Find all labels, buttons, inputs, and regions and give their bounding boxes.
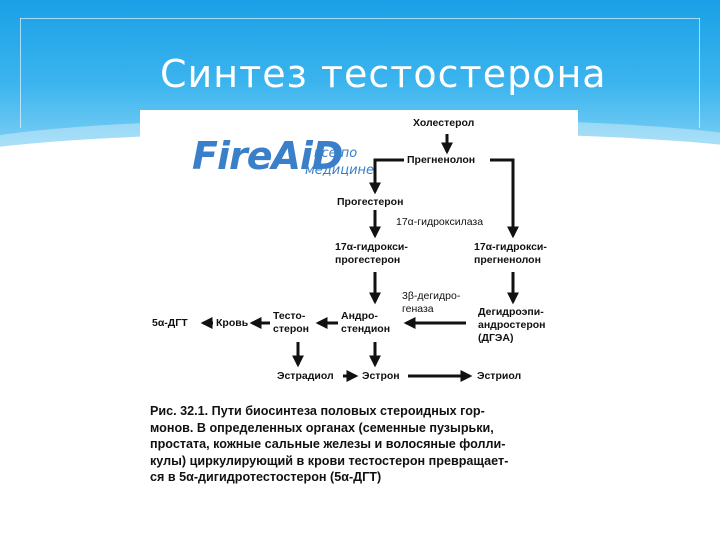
node-estradiol: Эстрадиол (277, 370, 334, 382)
node-testosterone: Тесто- стерон (273, 310, 309, 335)
arrow-pregnenolone-progesterone (369, 158, 404, 195)
enzyme-3b-dehydrogenase: 3β-дегидро- геназа (402, 290, 461, 315)
scanned-figure (140, 110, 578, 502)
node-cholesterol: Холестерол (413, 117, 475, 129)
frame-line-left (20, 18, 21, 128)
enzyme-17a-hydroxylase: 17α-гидроксилаза (396, 216, 484, 228)
node-pregnenolone: Прегненолон (407, 154, 476, 166)
frame-line-top (20, 18, 700, 19)
figure-caption: Рис. 32.1. Пути биосинтеза половых стеро… (150, 404, 509, 484)
node-estrone: Эстрон (362, 370, 400, 382)
node-17a-hydroxyprogesterone: 17α-гидрокси- прогестерон (335, 241, 408, 266)
arrow-pregnenolone-hydroxypregnenolone (490, 158, 519, 239)
node-estriol: Эстриол (477, 370, 522, 382)
node-dhea: Дегидроэпи- андростерон (ДГЭА) (478, 306, 546, 344)
node-progesterone: Прогестерон (337, 196, 404, 208)
logo-tagline: - все по медицине. (305, 146, 379, 178)
frame-line-right (699, 18, 700, 128)
node-5a-dht: 5α-ДГТ (152, 317, 188, 329)
node-androstenedione: Андро- стендион (341, 310, 391, 335)
node-17a-hydroxypregnenolone: 17α-гидрокси- прегненолон (474, 241, 547, 266)
slide-title: Синтез тестостерона (160, 52, 607, 96)
node-blood: Кровь (216, 317, 249, 329)
fireaid-logo: FireAiD (192, 134, 343, 178)
